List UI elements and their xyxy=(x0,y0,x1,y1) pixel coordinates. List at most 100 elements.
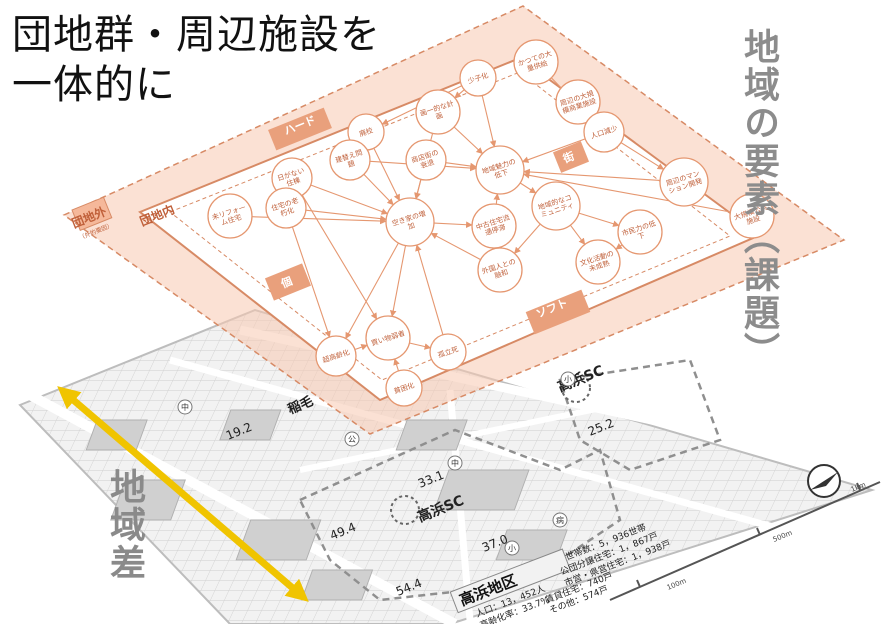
diagram-node-circle xyxy=(575,239,621,285)
facility-label: 公 xyxy=(348,435,356,444)
main-title: 団地群・周辺施設を 一体的に xyxy=(12,10,381,110)
diagram-node: 文化活動の未成熟 xyxy=(575,239,621,285)
diagram-node-circle xyxy=(729,193,775,239)
compass-needle xyxy=(810,472,838,490)
diagram-node-circle xyxy=(415,89,461,135)
diagram-node-circle xyxy=(459,59,497,97)
scale-label: 100m xyxy=(666,577,688,592)
diagram-node: 建替え問題 xyxy=(329,139,371,181)
category-box-person xyxy=(264,263,312,301)
diagram-node-circle xyxy=(207,193,253,239)
diagram-edge-arrow xyxy=(453,126,483,155)
diagram-node: 周辺のマンション開発 xyxy=(659,157,709,207)
diagram-edge-arrow xyxy=(523,168,661,181)
facility-label: 病 xyxy=(556,515,564,525)
diagram-edge-arrow xyxy=(409,342,432,350)
diagram-node: 超高齢化 xyxy=(315,335,357,377)
diagram-node-circle xyxy=(555,79,601,125)
diagram-edge-arrow xyxy=(389,245,407,318)
regional-difference-label: 地域差 xyxy=(104,468,145,582)
diagram-node-circle xyxy=(471,203,517,249)
diagram-edge-arrow xyxy=(521,138,586,163)
diagram-edge-arrow xyxy=(615,243,623,250)
diagram-edge-arrow xyxy=(481,95,497,148)
issue-diagram: 団地外 （外的要因） 団地内 ハード 街 個 ソフト 少子化かつての大量供給周辺… xyxy=(62,5,846,435)
diagram-node-circle xyxy=(365,315,411,361)
diagram-node: 孤立死 xyxy=(429,333,467,371)
diagram-nodes: 少子化かつての大量供給周辺の大規模商業施設人口減少周辺のマンション開発大規模公共… xyxy=(207,39,775,407)
map-district-boundary xyxy=(558,358,722,472)
diagram-node: かつての大量供給 xyxy=(513,39,559,85)
diagram-edge-arrow xyxy=(363,174,394,206)
diagram-node: 商店街の衰退 xyxy=(405,139,447,181)
facility-label: 小 xyxy=(564,375,572,384)
diagram-node: 空き家の増加 xyxy=(385,197,435,247)
diagram-node-label: 廃校 xyxy=(358,126,374,139)
diagram-node: 住宅の老朽化 xyxy=(265,187,307,229)
diagram-edge-arrow xyxy=(430,232,481,261)
map-block xyxy=(433,469,530,511)
diagram-node: 市民力の低下 xyxy=(617,209,663,255)
diagram-node: 地域的なコミュニティ xyxy=(531,181,581,231)
diagram-node-circle xyxy=(513,39,559,85)
diagram-node-circle xyxy=(583,111,625,153)
diagram-node-circle xyxy=(265,187,307,229)
category-box-hard xyxy=(268,107,332,151)
diagram-edge-arrow xyxy=(354,344,368,351)
diagram-edge-arrow xyxy=(522,172,731,213)
diagram-node: 外国人との融和 xyxy=(477,247,523,293)
diagram-edge-arrow xyxy=(493,193,501,205)
map-block xyxy=(395,419,468,451)
diagram-edge-arrow xyxy=(373,147,400,201)
diagram-node: 人口減少 xyxy=(583,111,625,153)
diagram-edge-arrow xyxy=(393,358,400,372)
diagram-edge-arrow xyxy=(345,242,399,340)
scale-bar xyxy=(609,481,881,601)
title-line-1: 団地群・周辺施設を xyxy=(12,12,381,58)
diagram-node-circle xyxy=(385,369,423,407)
map-block xyxy=(300,569,374,601)
diagram-node: 周辺の大規模商業施設 xyxy=(555,79,601,125)
diagram-node-circle xyxy=(429,333,467,371)
diagram-edge-arrow xyxy=(514,223,541,254)
diagram-node: 地域魅力の低下 xyxy=(475,145,525,195)
facility-label: 中 xyxy=(451,458,459,468)
diagram-node-circle xyxy=(659,157,709,207)
diagram-node-circle xyxy=(531,181,581,231)
diagram-node: 少子化 xyxy=(459,59,497,97)
shopping-center-marker xyxy=(561,373,591,403)
diagram-edge-arrow xyxy=(620,142,665,170)
diagram-node: 中古住宅流通停滞 xyxy=(471,203,517,249)
diagram-edge-arrow xyxy=(569,224,586,245)
diagram-edge-arrow xyxy=(454,89,465,99)
map-district-boundary xyxy=(298,428,622,602)
diagram-node: 画一的な計画 xyxy=(415,89,461,135)
regional-elements-label: 地域の要素（課題） xyxy=(738,28,779,370)
category-label-person: 個 xyxy=(278,274,294,291)
diagram-node: 貧困化 xyxy=(385,369,423,407)
shopping-center-marker xyxy=(390,495,420,525)
diagram-edge-arrow xyxy=(415,244,444,335)
diagram-node-circle xyxy=(475,145,525,195)
diagram-edge-arrow xyxy=(519,182,537,194)
category-box-soft xyxy=(525,289,591,335)
diagram-node: 大規模公共施設 xyxy=(729,193,775,239)
category-label-town: 街 xyxy=(560,149,576,166)
diagram-edge-arrow xyxy=(578,212,620,227)
diagram-edge-arrow xyxy=(305,209,387,222)
facility-label: 小 xyxy=(508,544,516,553)
diagram-node: 未リフォーム住宅 xyxy=(207,193,253,239)
diagram-edge-arrow xyxy=(310,184,389,215)
category-box-town xyxy=(552,141,590,173)
diagram-node-circle xyxy=(315,335,357,377)
diagram-node-circle xyxy=(477,247,523,293)
diagram-node: 買い物弱者 xyxy=(365,315,411,361)
diagram-edge-arrow xyxy=(291,226,331,338)
diagram-node-circle xyxy=(329,139,371,181)
diagram-edge-arrow xyxy=(433,221,473,228)
diagram-node-circle xyxy=(405,139,447,181)
diagram-edge-arrow xyxy=(301,194,378,320)
facility-label: 中 xyxy=(181,402,189,412)
regional-difference-arrow xyxy=(57,386,309,602)
